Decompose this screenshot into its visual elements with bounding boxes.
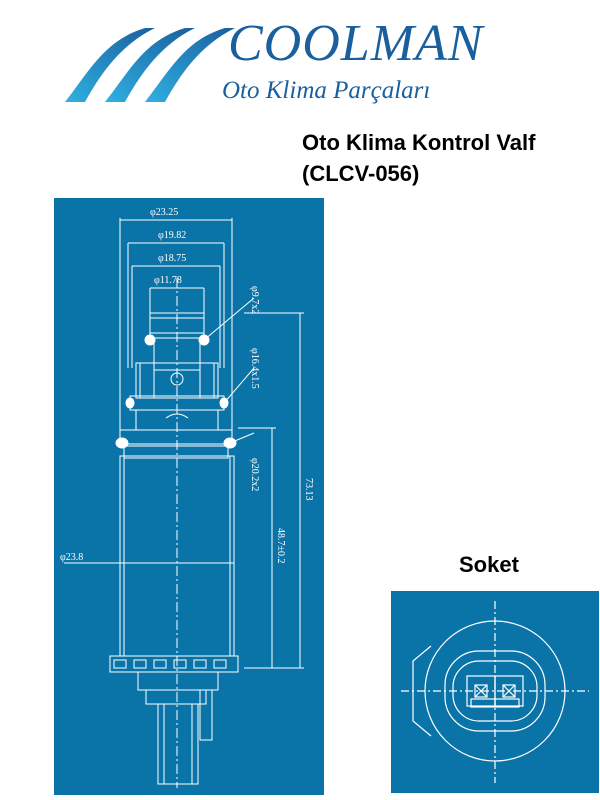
dim-length-body: 48.7±0.2 <box>275 528 286 564</box>
dim-d4: φ11.78 <box>154 275 182 286</box>
soket-drawing-panel <box>391 591 599 793</box>
dim-oring2: φ16.4x1.5 <box>249 348 260 389</box>
dim-oring3: φ20.2x2 <box>249 458 260 491</box>
dim-oring1: φ9.7x2 <box>249 286 260 314</box>
page-title: Oto Klima Kontrol Valf (CLCV-056) <box>302 128 535 190</box>
title-line-2: (CLCV-056) <box>302 160 420 186</box>
brand-name: COOLMAN <box>228 15 484 72</box>
valve-drawing: φ23.25 φ19.82 φ18.75 φ11.78 φ9.7x2 φ16.4… <box>60 207 314 788</box>
dim-d2: φ19.82 <box>158 230 186 241</box>
brand-logo-swooshes <box>65 28 235 102</box>
dim-d3: φ18.75 <box>158 253 186 264</box>
dim-body: φ23.8 <box>60 552 83 563</box>
valve-drawing-panel: φ23.25 φ19.82 φ18.75 φ11.78 φ9.7x2 φ16.4… <box>54 198 324 795</box>
dim-length-total: 73.13 <box>303 478 314 501</box>
dim-d1: φ23.25 <box>150 207 178 218</box>
title-line-1: Oto Klima Kontrol Valf <box>302 130 536 155</box>
brand-tagline: Oto Klima Parçaları <box>222 77 431 104</box>
soket-drawing <box>401 601 589 783</box>
soket-title: Soket <box>459 552 519 577</box>
